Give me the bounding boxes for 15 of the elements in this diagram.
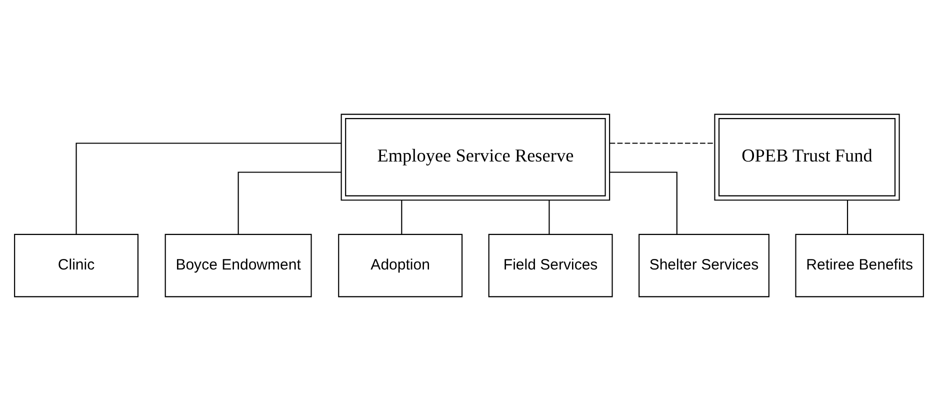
connector <box>610 142 715 144</box>
node-box: Employee Service Reserve <box>340 114 610 201</box>
connector <box>846 200 848 234</box>
connector <box>610 172 678 234</box>
connector <box>401 200 402 234</box>
node-box: Adoption <box>338 234 463 298</box>
node-box: Clinic <box>14 234 138 298</box>
connector <box>76 142 342 234</box>
node-box: Retiree Benefits <box>795 234 924 298</box>
node-box: Shelter Services <box>638 234 770 298</box>
connector <box>548 200 550 234</box>
node-box: OPEB Trust Fund <box>714 114 900 201</box>
node-box: Boyce Endowment <box>164 234 312 298</box>
node-box: Field Services <box>488 234 613 298</box>
connector <box>238 172 342 234</box>
